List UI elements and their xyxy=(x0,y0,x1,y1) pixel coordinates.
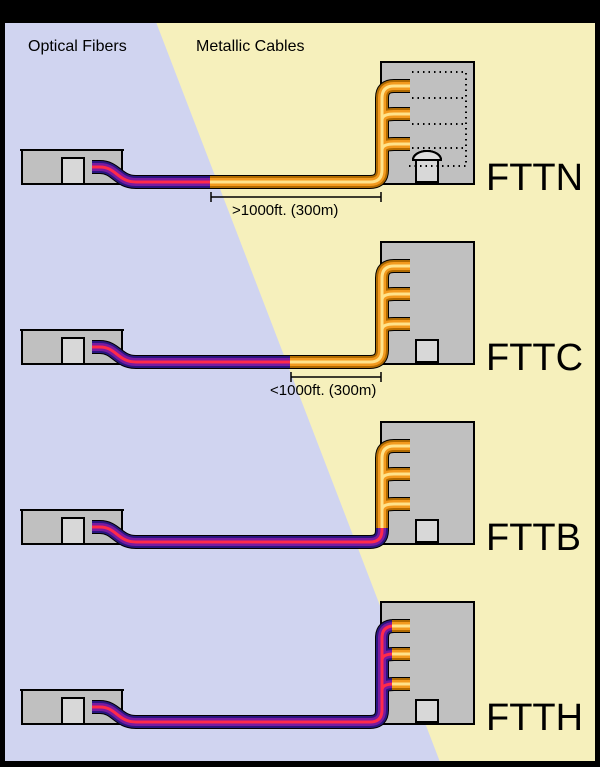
fttc-fiber-cable xyxy=(92,340,292,369)
fttb-copper-cable xyxy=(375,439,410,528)
fttn-copper-cable xyxy=(210,79,410,189)
fttc-diagram xyxy=(20,71,475,382)
optical-fibers-label: Optical Fibers xyxy=(28,38,127,55)
fttc-house-icon xyxy=(20,329,124,365)
fttc-copper-cable xyxy=(290,259,410,369)
ftth-copper-drops xyxy=(392,619,410,691)
fttn-dimension-bracket-icon xyxy=(210,192,382,202)
fttn-fiber-cable xyxy=(92,160,212,189)
label-ftth: FTTH xyxy=(486,697,584,739)
ftth-dish-icon xyxy=(411,150,443,161)
optical-zone xyxy=(4,22,440,762)
label-fttn: FTTN xyxy=(486,157,584,199)
label-fttb: FTTB xyxy=(486,517,581,559)
fttb-fiber-cable xyxy=(92,520,389,549)
metallic-cables-label: Metallic Cables xyxy=(196,38,305,55)
label-fttc: FTTC xyxy=(486,337,584,379)
fttc-dimension-bracket-icon xyxy=(290,372,382,382)
fttn-distance-label: >1000ft. (300m) xyxy=(232,202,339,219)
fttc-distance-label: <1000ft. (300m) xyxy=(270,382,377,399)
fttn-house-icon xyxy=(20,149,124,185)
